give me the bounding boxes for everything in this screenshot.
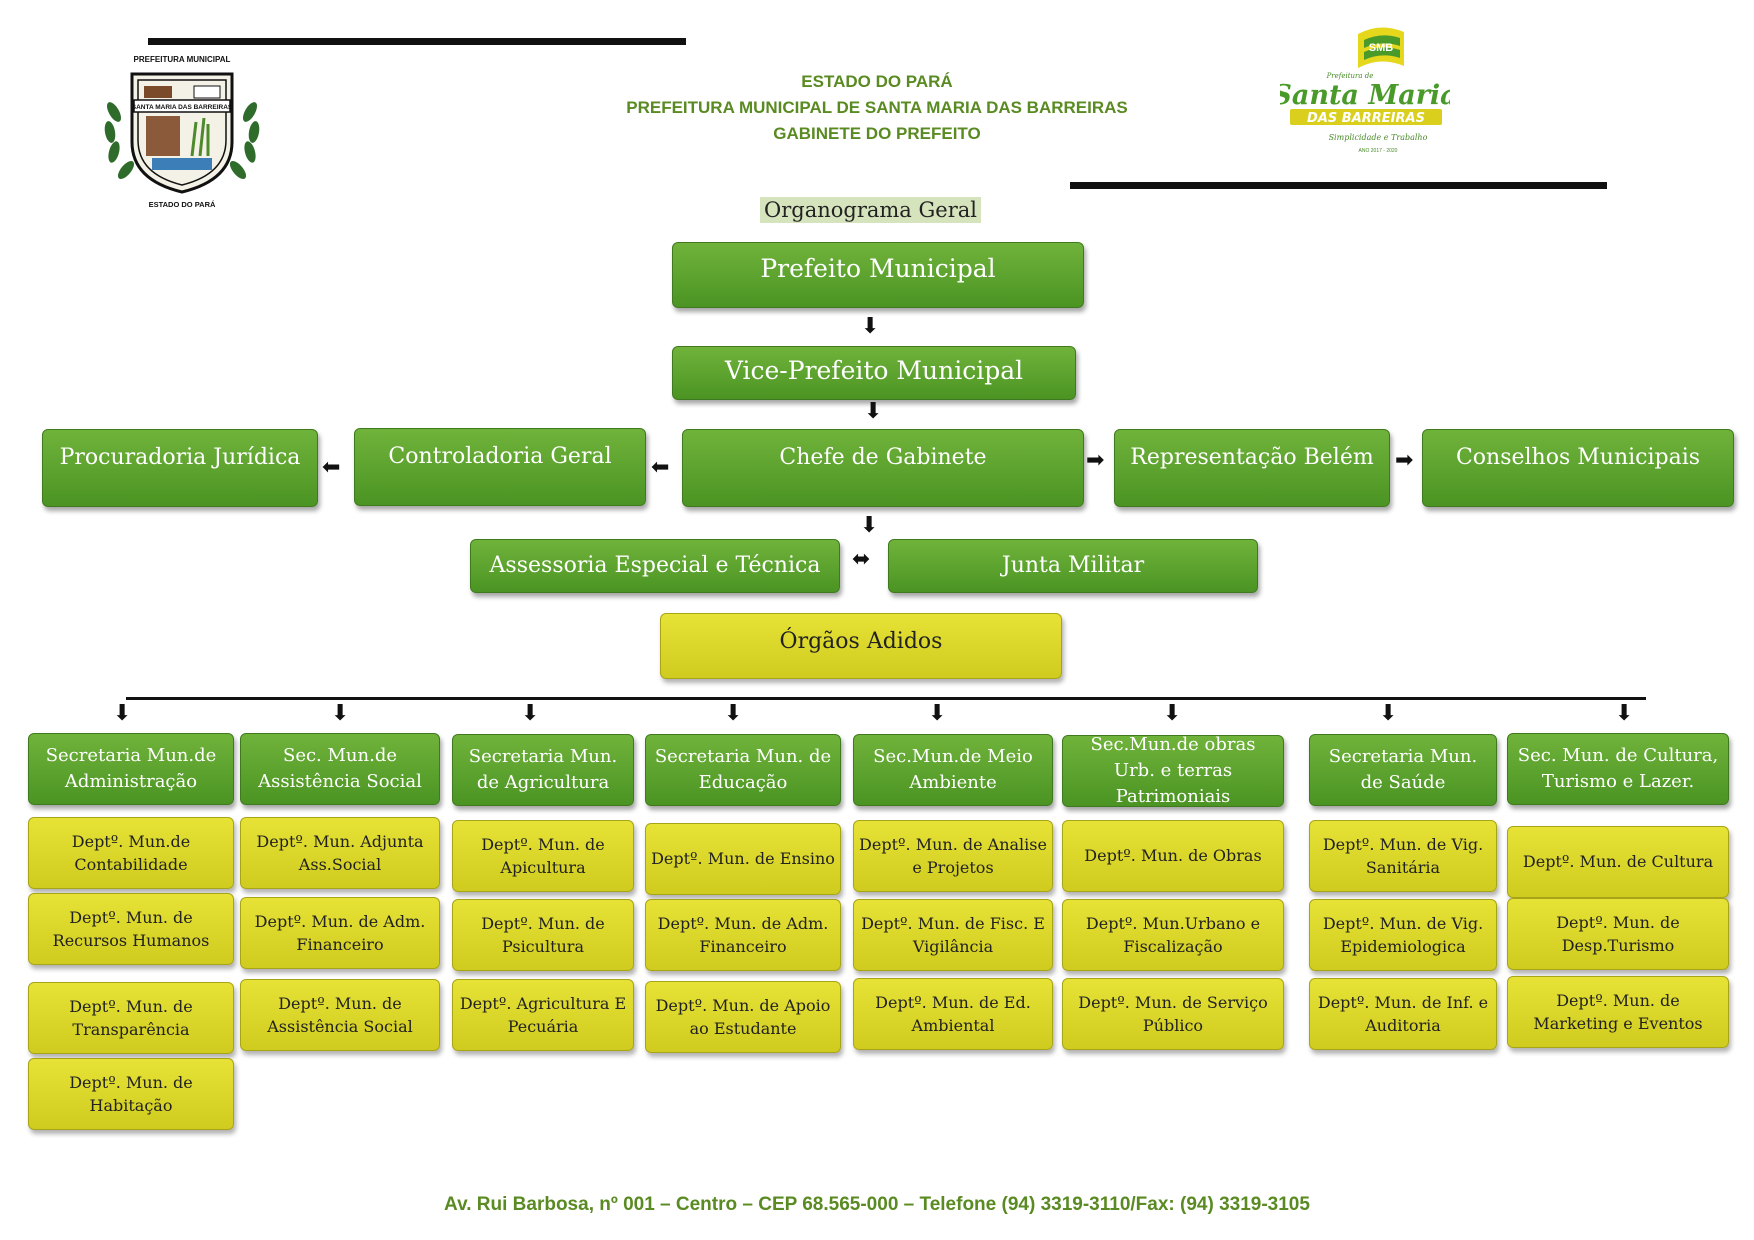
brand-small-text: Prefeitura de (1326, 72, 1374, 80)
node-prefeito: Prefeito Municipal (672, 242, 1084, 308)
arrow-secretaria-2: ⬇ (331, 701, 350, 726)
arrow-chefe-controladoria: ⬅ (651, 455, 670, 480)
departamento-1-4: Deptº. Mun. de Habitação (28, 1058, 234, 1130)
brand-years: ANO 2017 - 2020 (1359, 148, 1398, 154)
arrow-chefe-down: ⬇ (860, 513, 879, 538)
departamento-6-3: Deptº. Mun. de Serviço Público (1062, 978, 1284, 1050)
header-prefecture: PREFEITURA MUNICIPAL DE SANTA MARIA DAS … (626, 98, 1128, 117)
departamento-5-1: Deptº. Mun. de Analise e Projetos (853, 820, 1053, 892)
departamento-7-1: Deptº. Mun. de Vig. Sanitária (1309, 820, 1497, 892)
arrow-vice-chefe: ⬇ (864, 399, 883, 424)
departamento-7-3: Deptº. Mun. de Inf. e Auditoria (1309, 978, 1497, 1050)
departamento-3-1: Deptº. Mun. de Apicultura (452, 820, 634, 892)
brand-tagline: Simplicidade e Trabalho (1329, 133, 1428, 142)
crest-banner-text: SANTA MARIA DAS BARREIRAS (132, 104, 233, 111)
departamento-4-2: Deptº. Mun. de Adm. Financeiro (645, 899, 841, 971)
departamento-2-3: Deptº. Mun. de Assistência Social (240, 979, 440, 1051)
footer-address: Av. Rui Barbosa, nº 001 – Centro – CEP 6… (444, 1194, 1310, 1215)
departamento-2-2: Deptº. Mun. de Adm. Financeiro (240, 897, 440, 969)
node-procuradoria: Procuradoria Jurídica (42, 429, 318, 507)
departamento-5-3: Deptº. Mun. de Ed. Ambiental (853, 978, 1053, 1050)
departamento-1-1: Deptº. Mun.de Contabilidade (28, 817, 234, 889)
arrow-assessoria-junta: ⬌ (852, 547, 871, 572)
departamento-3-2: Deptº. Mun. de Psicultura (452, 899, 634, 971)
crest-bottom-text: ESTADO DO PARÁ (149, 200, 216, 209)
arrow-secretaria-8: ⬇ (1615, 701, 1634, 726)
node-conselhos: Conselhos Municipais (1422, 429, 1734, 507)
departamento-8-1: Deptº. Mun. de Cultura (1507, 826, 1729, 898)
node-vice: Vice-Prefeito Municipal (672, 346, 1076, 400)
departamento-7-2: Deptº. Mun. de Vig. Epidemiologica (1309, 899, 1497, 971)
secretaria-1: Secretaria Mun.de Administração (28, 733, 234, 805)
brand-name-script: Santa Maria (1280, 80, 1450, 111)
arrow-secretaria-6: ⬇ (1163, 701, 1182, 726)
connector-line (126, 697, 1646, 700)
header-state: ESTADO DO PARÁ (801, 72, 953, 91)
brand-logo: SMB Prefeitura de Santa Maria DAS BARREI… (1272, 18, 1458, 166)
departamento-2-1: Deptº. Mun. Adjunta Ass.Social (240, 817, 440, 889)
departamento-6-2: Deptº. Mun.Urbano e Fiscalização (1062, 899, 1284, 971)
node-junta: Junta Militar (888, 539, 1258, 593)
secretaria-5: Sec.Mun.de Meio Ambiente (853, 734, 1053, 806)
departamento-4-3: Deptº. Mun. de Apoio ao Estudante (645, 981, 841, 1053)
node-controladoria: Controladoria Geral (354, 428, 646, 506)
departamento-8-3: Deptº. Mun. de Marketing e Eventos (1507, 976, 1729, 1048)
crest-top-text: PREFEITURA MUNICIPAL (134, 55, 231, 64)
arrow-controladoria-procuradoria: ⬅ (322, 455, 341, 480)
node-chefe: Chefe de Gabinete (682, 429, 1084, 507)
brand-name-band: DAS BARREIRAS (1307, 111, 1425, 126)
arrow-secretaria-4: ⬇ (724, 701, 743, 726)
arrow-secretaria-5: ⬇ (928, 701, 947, 726)
node-representacao: Representação Belém (1114, 429, 1390, 507)
secretaria-7: Secretaria Mun. de Saúde (1309, 734, 1497, 806)
municipal-crest: PREFEITURA MUNICIPAL SANTA MARIA DAS BAR… (96, 52, 268, 212)
header-rule-left (148, 38, 686, 45)
brand-mark: SMB (1369, 42, 1394, 54)
arrow-secretaria-7: ⬇ (1379, 701, 1398, 726)
departamento-1-3: Deptº. Mun. de Transparência (28, 982, 234, 1054)
secretaria-2: Sec. Mun.de Assistência Social (240, 733, 440, 805)
header-rule-right (1070, 182, 1607, 189)
arrow-secretaria-3: ⬇ (521, 701, 540, 726)
secretaria-8: Sec. Mun. de Cultura, Turismo e Lazer. (1507, 733, 1729, 805)
node-assessoria: Assessoria Especial e Técnica (470, 539, 840, 593)
secretaria-6: Sec.Mun.de obras Urb. e terras Patrimoni… (1062, 734, 1284, 807)
arrow-prefeito-vice: ⬇ (861, 314, 880, 339)
departamento-5-2: Deptº. Mun. de Fisc. E Vigilância (853, 899, 1053, 971)
secretaria-3: Secretaria Mun. de Agricultura (452, 734, 634, 806)
arrow-chefe-representacao: ➡ (1086, 448, 1105, 473)
departamento-8-2: Deptº. Mun. de Desp.Turismo (1507, 898, 1729, 970)
secretaria-4: Secretaria Mun. de Educação (645, 734, 841, 806)
departamento-3-3: Deptº. Agricultura E Pecuária (452, 979, 634, 1051)
departamento-1-2: Deptº. Mun. de Recursos Humanos (28, 893, 234, 965)
chart-title: Organograma Geral (760, 197, 981, 223)
departamento-4-1: Deptº. Mun. de Ensino (645, 823, 841, 895)
departamento-6-1: Deptº. Mun. de Obras (1062, 820, 1284, 892)
node-orgaos-adidos: Órgãos Adidos (660, 613, 1062, 679)
arrow-secretaria-1: ⬇ (113, 701, 132, 726)
header-office: GABINETE DO PREFEITO (773, 124, 981, 143)
arrow-representacao-conselhos: ➡ (1395, 448, 1414, 473)
